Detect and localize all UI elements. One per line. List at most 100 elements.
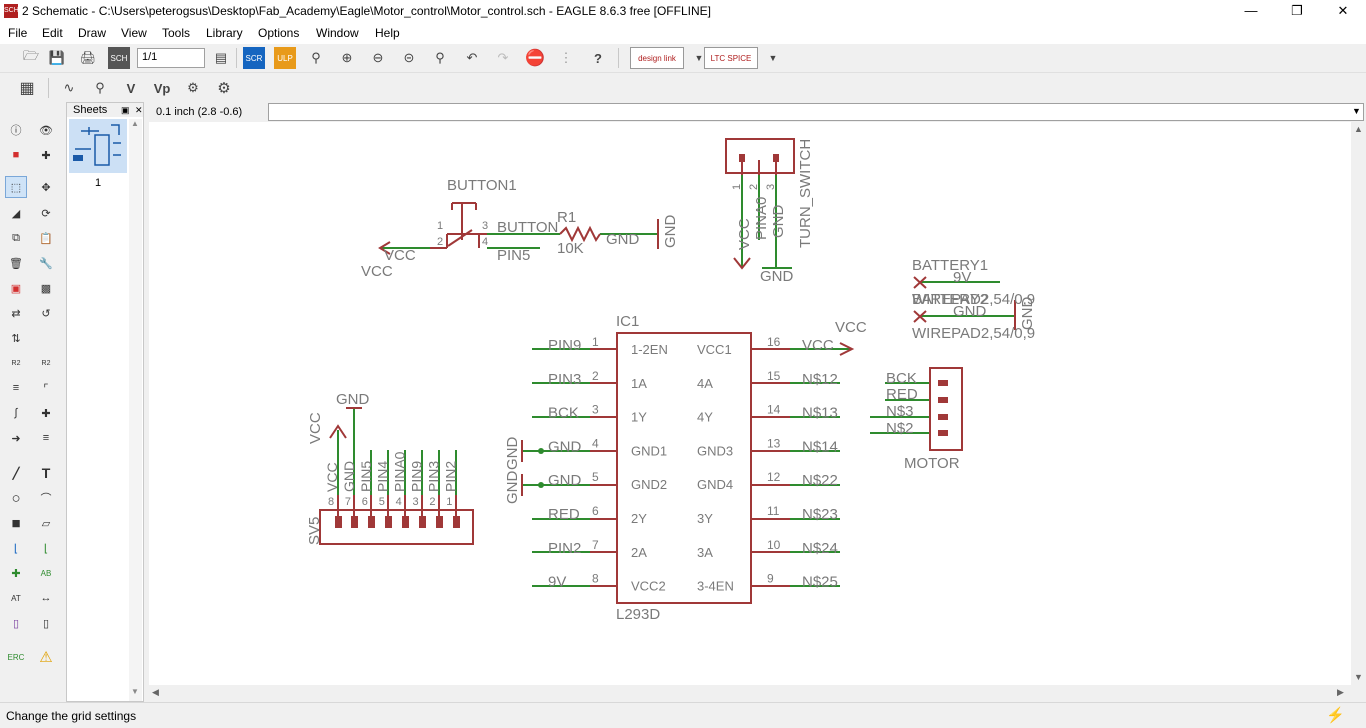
scroll-right-icon[interactable]: ▶ xyxy=(1337,687,1344,697)
minimize-button[interactable]: — xyxy=(1244,3,1258,18)
optimize-icon[interactable]: ✚ xyxy=(41,407,51,420)
net-icon[interactable]: ⌊ xyxy=(13,542,19,555)
restore-button[interactable]: ❐ xyxy=(1291,3,1303,18)
warning-icon[interactable]: ⚠ xyxy=(39,649,53,666)
command-input[interactable] xyxy=(268,103,1364,121)
arrow-icon[interactable]: ➜ xyxy=(11,432,21,445)
horizontal-scrollbar[interactable]: ◀ ▶ xyxy=(149,685,1351,701)
sch-brd-switch-icon[interactable]: SCH xyxy=(108,47,130,69)
module-icon[interactable]: ▯ xyxy=(42,617,50,630)
invoke-icon[interactable]: ⇅ xyxy=(11,332,21,345)
layer-icon[interactable]: ■ xyxy=(12,149,20,161)
menu-library[interactable]: Library xyxy=(206,26,243,40)
arc-icon[interactable]: ⌒ xyxy=(40,493,52,505)
line-icon[interactable]: ╱ xyxy=(12,467,20,480)
smash-icon[interactable]: ≡ xyxy=(12,382,20,394)
info-icon[interactable]: ⓘ xyxy=(10,125,22,137)
menu-view[interactable]: View xyxy=(121,26,147,40)
gear-icon[interactable]: ⚙ xyxy=(217,80,231,97)
name-icon[interactable]: R2 xyxy=(11,359,21,367)
go-icon[interactable]: ⋮ xyxy=(559,50,573,65)
gnd-net-label: GND xyxy=(606,231,640,248)
scroll-down-icon[interactable]: ▼ xyxy=(131,687,139,696)
circle-icon[interactable]: ○ xyxy=(11,489,21,507)
value-icon[interactable]: R2 xyxy=(41,359,51,367)
sheets-scrollbar[interactable]: ▲ ▼ xyxy=(129,119,142,701)
schematic-canvas[interactable]: BUTTON1 BUTTON PIN5 VCC VCC R1 10K GND G… xyxy=(149,122,1351,685)
open-icon[interactable]: 🗁 xyxy=(22,48,40,63)
connect-icon[interactable]: ⚙ xyxy=(187,80,199,95)
zoom-out-icon[interactable]: ⊖ xyxy=(372,50,384,65)
probe-icon[interactable]: ⚲ xyxy=(95,80,105,95)
erc-icon[interactable]: ERC xyxy=(7,652,25,662)
mirror-icon[interactable]: ◢ xyxy=(11,207,21,220)
add-part-icon[interactable]: ▣ xyxy=(10,282,22,295)
ic-right-net-label: N$23 xyxy=(802,506,838,523)
copy-icon[interactable]: ⧉ xyxy=(12,231,20,244)
menu-window[interactable]: Window xyxy=(316,26,359,40)
vertical-scrollbar[interactable]: ▲ ▼ xyxy=(1351,122,1366,685)
menu-help[interactable]: Help xyxy=(375,26,400,40)
menu-file[interactable]: File xyxy=(8,26,28,40)
help-icon[interactable]: ? xyxy=(594,50,602,66)
attribute-icon[interactable]: AT xyxy=(11,593,21,603)
scroll-up-icon[interactable]: ▲ xyxy=(1354,124,1363,134)
pinswap-icon[interactable]: ⇄ xyxy=(11,307,21,320)
move-icon[interactable]: ✥ xyxy=(41,181,51,194)
group-select-icon[interactable]: ⬚ xyxy=(5,176,27,198)
chevron-down-icon[interactable]: ▼ xyxy=(768,53,778,63)
delete-icon[interactable]: 🗑 xyxy=(9,257,23,270)
split-icon[interactable]: ∫ xyxy=(14,407,18,419)
chevron-down-icon[interactable]: ▼ xyxy=(694,53,704,63)
polygon-icon[interactable]: ▱ xyxy=(41,517,51,530)
use-icon[interactable]: ▤ xyxy=(214,50,228,65)
designlink-button[interactable]: design link xyxy=(630,47,684,69)
miter-icon[interactable]: ⌜ xyxy=(43,382,49,395)
chevron-down-icon[interactable]: ▼ xyxy=(1352,106,1361,116)
menu-edit[interactable]: Edit xyxy=(42,26,63,40)
close-button[interactable]: ✕ xyxy=(1337,3,1349,18)
bus-icon[interactable]: ⌊ xyxy=(43,542,49,555)
zoom-redraw-icon[interactable]: ⊝ xyxy=(403,50,415,65)
voltage-probe-icon[interactable]: V xyxy=(126,80,136,96)
undo-icon[interactable]: ↶ xyxy=(466,50,478,65)
print-icon[interactable]: 🖨 xyxy=(79,50,97,65)
menu-options[interactable]: Options xyxy=(258,26,300,40)
busline-icon[interactable]: ≡ xyxy=(42,432,50,444)
simulate-icon[interactable]: ∿ xyxy=(63,80,75,95)
scroll-up-icon[interactable]: ▲ xyxy=(131,119,139,128)
ulp-icon[interactable]: ULP xyxy=(274,47,296,69)
sheet-select[interactable]: 1/1 xyxy=(137,48,205,68)
rotate-icon[interactable]: ⟳ xyxy=(41,207,51,220)
text-icon[interactable]: T xyxy=(41,465,51,481)
wrench-icon[interactable]: 🔧 xyxy=(39,257,53,270)
dimension-icon[interactable]: ↔ xyxy=(40,592,52,604)
script-icon[interactable]: SCR xyxy=(243,47,265,69)
sheet-thumbnail[interactable] xyxy=(69,119,127,173)
zoom-fit-icon[interactable]: ⚲ xyxy=(311,50,321,65)
close-icon[interactable]: ✕ xyxy=(135,105,143,115)
save-icon[interactable]: 💾 xyxy=(48,50,66,65)
zoom-in-icon[interactable]: ⊕ xyxy=(341,50,353,65)
rectangle-icon[interactable]: ■ xyxy=(11,514,21,532)
phase-probe-icon[interactable]: Vp xyxy=(153,80,171,96)
grid-icon[interactable]: ▦ xyxy=(19,80,35,97)
show-eye-icon[interactable]: 👁 xyxy=(39,124,53,137)
menu-draw[interactable]: Draw xyxy=(78,26,107,40)
mark-icon[interactable]: ✚ xyxy=(41,149,51,162)
menu-tools[interactable]: Tools xyxy=(162,26,191,40)
pin-icon[interactable]: ▣ xyxy=(121,105,130,115)
frame-icon[interactable]: ▯ xyxy=(12,617,20,630)
paste-icon[interactable]: 📋 xyxy=(39,232,53,245)
label-icon[interactable]: AB xyxy=(40,568,52,578)
scroll-left-icon[interactable]: ◀ xyxy=(152,687,159,697)
replace-icon[interactable]: ▩ xyxy=(40,282,52,295)
junction-icon[interactable]: ✚ xyxy=(11,567,21,580)
redo-icon[interactable]: ↷ xyxy=(497,50,509,65)
scroll-down-icon[interactable]: ▼ xyxy=(1354,672,1363,682)
gateswap-icon[interactable]: ↺ xyxy=(41,307,51,320)
ltspice-button[interactable]: LTC SPICE xyxy=(704,47,758,69)
stop-icon[interactable]: ⛔ xyxy=(525,50,545,67)
zoom-select-icon[interactable]: ⚲ xyxy=(435,50,445,65)
sv5-net-label: PIN9 xyxy=(409,461,425,492)
